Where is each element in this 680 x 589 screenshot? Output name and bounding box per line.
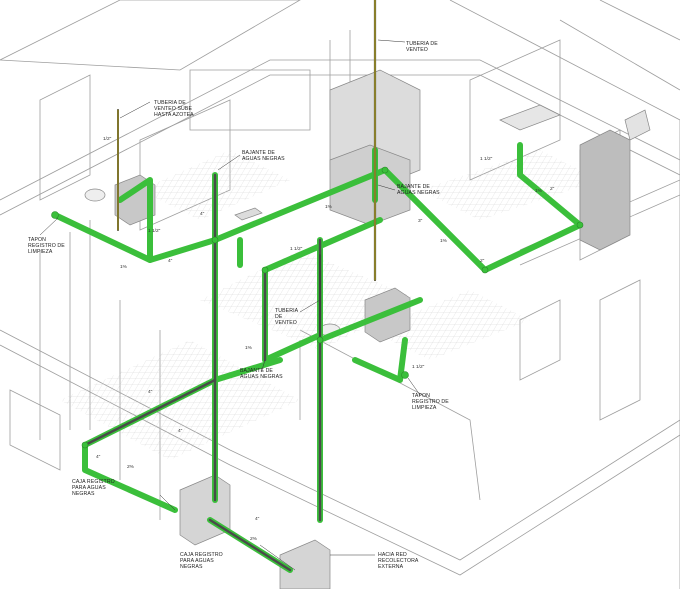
- label-line: HACIA RED: [378, 552, 407, 558]
- dim-label: 1 1/2": [148, 228, 161, 234]
- label-line: HASTA AZOTEA: [154, 112, 194, 118]
- label-line: CAJA REGISTRO: [180, 552, 223, 558]
- label-line: CAJA REGISTRO: [72, 479, 115, 485]
- label-line: TUBERIA DE: [406, 41, 438, 47]
- label-line: DE: [275, 314, 283, 320]
- label-line: AGUAS NEGRAS: [240, 374, 283, 380]
- dim-label: 4": [178, 428, 183, 434]
- dim-label: 2%: [250, 536, 258, 542]
- dim-label: 4": [148, 389, 153, 395]
- label-line: PARA AGUAS: [180, 558, 214, 564]
- label-line: NEGRAS: [180, 564, 203, 570]
- dim-label: 1 1/2": [290, 246, 303, 252]
- fixtures: [84, 69, 651, 589]
- dim-label: 4": [255, 516, 260, 522]
- dim-label: 1/2": [103, 136, 112, 142]
- label-line: RECOLECTORA: [378, 558, 419, 564]
- drain-pipes: [52, 142, 583, 573]
- label-line: BAJANTE DE: [242, 150, 275, 156]
- dim-label: 4": [200, 211, 205, 217]
- dim-label: 4": [96, 454, 101, 460]
- dim-label: 4": [168, 258, 173, 264]
- dim-label: 1 1/2": [412, 364, 425, 370]
- dim-label: 1%: [535, 188, 543, 194]
- label-line: NEGRAS: [72, 491, 95, 497]
- label-line: BAJANTE DE: [397, 184, 430, 190]
- dim-label: 3": [418, 218, 423, 224]
- label-line: TAPON: [412, 393, 430, 399]
- label-line: PARA AGUAS: [72, 485, 106, 491]
- dim-label: 1%: [245, 345, 253, 351]
- label-line: VENTEO: [406, 47, 428, 53]
- label-line: TUBERIA: [275, 308, 299, 314]
- label-line: REGISTRO DE: [28, 243, 65, 249]
- dim-label: 2": [480, 258, 485, 264]
- label-line: VENTEO SUBE: [154, 106, 192, 112]
- label-line: AGUAS NEGRAS: [242, 156, 285, 162]
- dim-label: 1%: [325, 204, 333, 210]
- label-line: REGISTRO DE: [412, 399, 449, 405]
- label-line: TUBERIA DE: [154, 100, 186, 106]
- label-line: TAPON: [28, 237, 46, 243]
- label-line: LIMPIEZA: [412, 405, 437, 411]
- label-line: LIMPIEZA: [28, 249, 53, 255]
- dim-label: 1%: [120, 264, 128, 270]
- leader-lines: [39, 39, 421, 571]
- label-line: AGUAS NEGRAS: [397, 190, 440, 196]
- label-line: BAJANTE DE: [240, 368, 273, 374]
- label-line: EXTERNA: [378, 564, 404, 570]
- dimension-labels: 1/2" 1 1/2" 1 1/2" 1 1/2" 1 1/2" 4" 4" 4…: [96, 136, 555, 542]
- dim-label: 2": [550, 186, 555, 192]
- dim-label: 2%: [127, 464, 135, 470]
- dim-label: 1%: [440, 238, 448, 244]
- dim-label: 1 1/2": [480, 156, 493, 162]
- label-line: VENTEO: [275, 320, 297, 326]
- fittings: [51, 166, 584, 449]
- vent-pipes: [117, 0, 377, 341]
